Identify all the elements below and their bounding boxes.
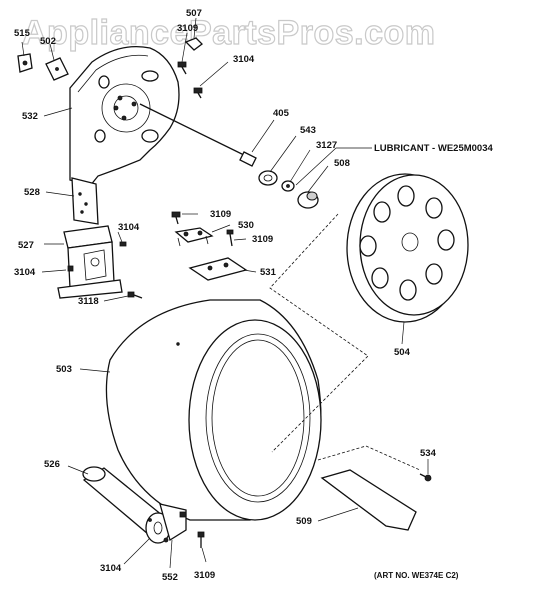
switch-530 bbox=[174, 227, 214, 247]
screw-3109-top bbox=[177, 61, 187, 75]
lubricant-note: LUBRICANT - WE25M0034 bbox=[374, 143, 493, 154]
clip-507 bbox=[184, 37, 203, 51]
label-530: 530 bbox=[238, 220, 254, 231]
label-3127: 3127 bbox=[316, 140, 337, 151]
heater-526 bbox=[82, 466, 187, 544]
slide-509 bbox=[320, 469, 417, 531]
label-3104-left: 3104 bbox=[14, 267, 36, 278]
label-502: 502 bbox=[40, 36, 56, 47]
label-3118: 3118 bbox=[78, 296, 99, 307]
support-528 bbox=[71, 177, 99, 225]
screw-3109-531 bbox=[226, 229, 234, 247]
label-528: 528 bbox=[24, 187, 40, 198]
label-527: 527 bbox=[18, 240, 34, 251]
label-552: 552 bbox=[162, 572, 178, 583]
alignment-lines bbox=[269, 213, 421, 471]
art-number: (ART NO. WE374E C2) bbox=[374, 571, 459, 580]
pad-502 bbox=[45, 57, 69, 81]
screw-3104-527-left bbox=[67, 265, 74, 272]
screw-3109-bottom bbox=[197, 531, 205, 548]
label-3109-bottom: 3109 bbox=[194, 570, 215, 581]
shaft-405 bbox=[239, 151, 257, 167]
label-526: 526 bbox=[44, 459, 60, 470]
label-532: 532 bbox=[22, 111, 38, 122]
label-531: 531 bbox=[260, 267, 277, 278]
hub-508 bbox=[297, 191, 319, 209]
drum-503 bbox=[105, 299, 322, 521]
label-3104-527: 3104 bbox=[118, 222, 140, 233]
label-515: 515 bbox=[14, 28, 31, 39]
label-3104-top: 3104 bbox=[233, 54, 255, 65]
rear-bearing-bracket bbox=[69, 45, 180, 187]
leader-lines bbox=[21, 17, 429, 569]
label-3109-531: 3109 bbox=[252, 234, 273, 245]
felt-pad-515 bbox=[17, 53, 33, 73]
label-3109-top: 3109 bbox=[177, 23, 198, 34]
screw-534 bbox=[419, 473, 432, 482]
label-504: 504 bbox=[394, 347, 411, 358]
drum-roller-504 bbox=[346, 173, 469, 323]
screw-3104-527-right bbox=[119, 241, 127, 247]
bearing-543 bbox=[258, 170, 278, 186]
screw-3109-530 bbox=[171, 211, 181, 225]
label-405: 405 bbox=[273, 108, 290, 119]
label-507: 507 bbox=[186, 8, 202, 19]
label-509: 509 bbox=[296, 516, 312, 527]
label-503: 503 bbox=[56, 364, 72, 375]
label-534: 534 bbox=[420, 448, 437, 459]
label-3104-bottom: 3104 bbox=[100, 563, 122, 574]
washer-3127 bbox=[281, 180, 295, 192]
watermark: AppliancePartsPros.com bbox=[22, 14, 435, 52]
motor-mount-527 bbox=[57, 225, 123, 299]
label-3109-530: 3109 bbox=[210, 209, 231, 220]
bracket-531 bbox=[188, 257, 248, 281]
screw-3118 bbox=[127, 291, 143, 299]
label-543: 543 bbox=[300, 125, 316, 136]
screw-3104-top bbox=[193, 87, 203, 99]
label-508: 508 bbox=[334, 158, 350, 169]
drum-shaft bbox=[139, 103, 251, 159]
